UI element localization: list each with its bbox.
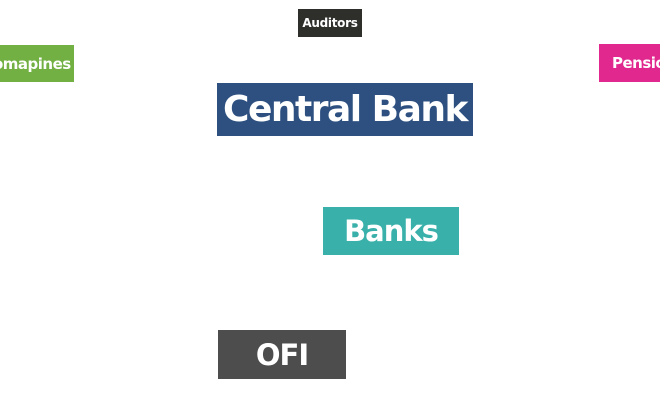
pension-node: Pensio [599, 44, 660, 82]
auditors-label: Auditors [302, 16, 358, 30]
auditors-node: Auditors [298, 9, 362, 37]
romapines-node: omapines [0, 45, 74, 82]
ofi-node: OFI [218, 330, 346, 379]
banks-label: Banks [344, 214, 439, 248]
romapines-label: omapines [0, 54, 71, 73]
ofi-label: OFI [255, 337, 309, 372]
central-bank-node: Central Bank [217, 83, 473, 136]
banks-node: Banks [323, 207, 459, 255]
central-bank-label: Central Bank [223, 89, 468, 130]
pension-label: Pensio [612, 54, 660, 72]
